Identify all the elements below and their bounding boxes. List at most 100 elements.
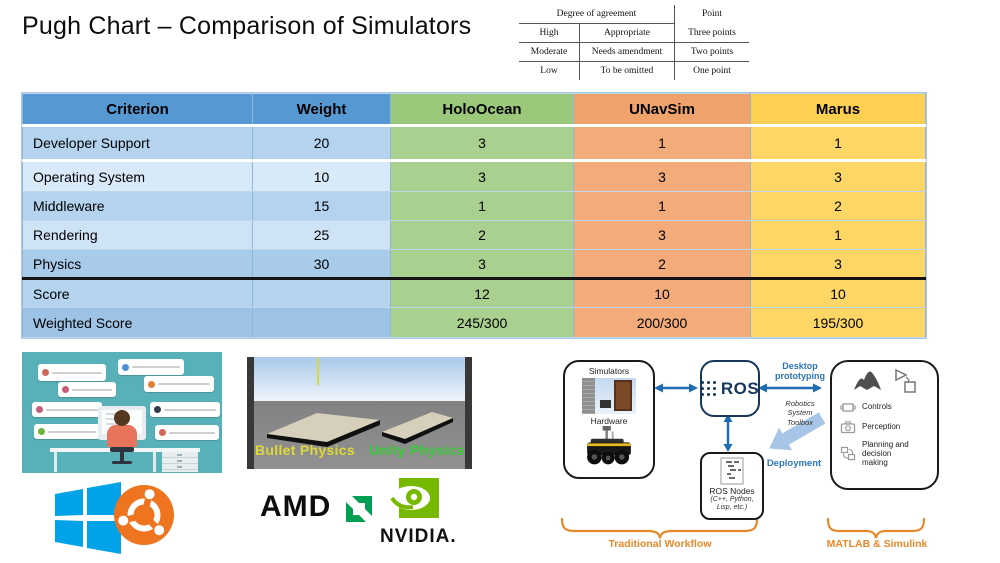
- table-row: Middleware 15 1 1 2: [22, 191, 926, 221]
- person: [107, 425, 137, 447]
- table-cell: Rendering: [22, 220, 253, 250]
- robotics-toolbox-label: Robotics System Toolbox: [785, 399, 815, 427]
- windows-logo-icon: [55, 482, 121, 554]
- physics-engines-screenshot: Bullet Physics Unity Physics: [247, 357, 472, 469]
- table-cell: [252, 307, 391, 338]
- legend-cell: One point: [674, 61, 749, 80]
- legend-cell: Needs amendment: [579, 42, 675, 62]
- unity-physics-label: Unity Physics: [369, 442, 465, 458]
- ubuntu-logo-icon: [114, 485, 174, 545]
- camera-icon: [840, 421, 856, 434]
- desktop-prototyping-label: Desktop prototyping: [775, 361, 825, 382]
- legend-cell: Low: [540, 66, 558, 76]
- column-header-unavsim: UNavSim: [573, 93, 751, 127]
- page-title: Pugh Chart – Comparison of Simulators: [22, 12, 472, 40]
- table-cell: 3: [390, 125, 574, 162]
- table-row-weighted-score: Weighted Score 245/300 200/300 195/300: [22, 307, 926, 338]
- table-cell: 195/300: [750, 307, 926, 338]
- table-cell: 10: [750, 277, 926, 308]
- speech-bubble: [144, 376, 214, 392]
- table-cell: [252, 277, 391, 308]
- column-header-holoocean: HoloOcean: [390, 93, 574, 127]
- column-header-marus: Marus: [750, 93, 926, 127]
- pugh-table: Criterion Weight HoloOcean UNavSim Marus…: [22, 93, 926, 338]
- table-cell: Physics: [22, 249, 253, 279]
- ros-label: ROS: [720, 378, 760, 398]
- table-row: Physics 30 3 2 3: [22, 249, 926, 279]
- sky: [254, 357, 465, 401]
- matlab-item-controls: Controls: [840, 400, 918, 414]
- table-cell: 25: [252, 220, 391, 250]
- matlab-logo-icon: [853, 371, 881, 390]
- table-cell: 3: [750, 249, 926, 279]
- legend-cell: To be omitted: [579, 61, 675, 80]
- physics-platforms: [267, 412, 453, 447]
- table-row-score: Score 12 10 10: [22, 277, 926, 308]
- matlab-simulink-box: Controls Perception: [830, 360, 939, 490]
- table-cell: Developer Support: [22, 125, 253, 162]
- speech-bubble: [58, 382, 116, 397]
- os-logos: [30, 470, 200, 560]
- table-cell: Middleware: [22, 191, 253, 221]
- speech-bubble: [34, 424, 100, 439]
- legend-cell: Two points: [674, 42, 749, 62]
- ros-workflow-diagram: Simulators Hardware ROS: [550, 350, 1000, 563]
- table-row: Developer Support 20 3 1 1: [22, 125, 926, 162]
- ros-box: ROS: [700, 360, 760, 417]
- table-header-row: Criterion Weight HoloOcean UNavSim Marus: [22, 93, 926, 127]
- matlab-item-planning: Planning and decision making: [840, 440, 918, 468]
- bullet-physics-label: Bullet Physics: [255, 442, 355, 458]
- table-cell: 1: [750, 220, 926, 250]
- speech-bubble: [155, 425, 219, 440]
- speech-bubble: [32, 402, 102, 417]
- nvidia-logo-text: NVIDIA.: [380, 526, 457, 547]
- amd-arrow-icon: [346, 496, 372, 522]
- legend-agreement-header: Degree of agreement: [519, 5, 675, 24]
- ros-nodes-box: ROS Nodes (C++, Python, Lisp, etc.): [700, 452, 764, 520]
- table-cell: 3: [390, 160, 574, 192]
- table-row: Rendering 25 2 3 1: [22, 220, 926, 250]
- robot-icon: [587, 426, 631, 465]
- legend-cell: Three points: [674, 23, 749, 43]
- controls-icon: [840, 403, 856, 412]
- person-head: [114, 410, 130, 426]
- legend-table: Degree of agreement Point High Appropria…: [519, 5, 749, 80]
- desk-leg: [54, 452, 57, 472]
- ros-nodes-languages: (C++, Python, Lisp, etc.): [710, 496, 754, 512]
- speech-bubble: [150, 402, 220, 417]
- table-cell: 3: [573, 220, 751, 250]
- hardware-label: Hardware: [590, 416, 628, 426]
- table-cell: 2: [390, 220, 574, 250]
- table-cell: 15: [252, 191, 391, 221]
- simulink-icon: [894, 368, 916, 393]
- table-cell: 1: [750, 125, 926, 162]
- right-brace: [826, 517, 926, 539]
- matlab-simulink-label: MATLAB & Simulink: [826, 538, 928, 550]
- table-cell: 12: [390, 277, 574, 308]
- table-cell: 3: [573, 160, 751, 192]
- code-document-icon: [720, 457, 744, 485]
- legend-cell: High: [519, 23, 580, 43]
- collaboration-illustration: [22, 352, 222, 473]
- speech-bubble: [118, 359, 184, 375]
- traditional-workflow-label: Traditional Workflow: [608, 538, 712, 550]
- deployment-arrow: [769, 412, 826, 451]
- simulator-screenshot: [582, 378, 636, 414]
- table-cell: 1: [390, 191, 574, 221]
- legend-point-header: Point: [674, 5, 749, 24]
- table-cell: 1: [573, 191, 751, 221]
- table-row: Operating System 10 3 3 3: [22, 160, 926, 192]
- desk-leg: [153, 452, 156, 472]
- table-cell: 10: [573, 277, 751, 308]
- table-cell: Operating System: [22, 160, 253, 192]
- deployment-label: Deployment: [766, 458, 822, 469]
- gpu-logos: AMD NVIDIA.: [250, 470, 480, 560]
- chair: [110, 447, 134, 452]
- table-cell: 3: [750, 160, 926, 192]
- table-cell: 30: [252, 249, 391, 279]
- table-cell: 20: [252, 125, 391, 162]
- legend-cell: Appropriate: [579, 23, 675, 43]
- amd-logo-text: AMD: [260, 490, 332, 523]
- ros-nodes-label: ROS Nodes: [709, 486, 755, 496]
